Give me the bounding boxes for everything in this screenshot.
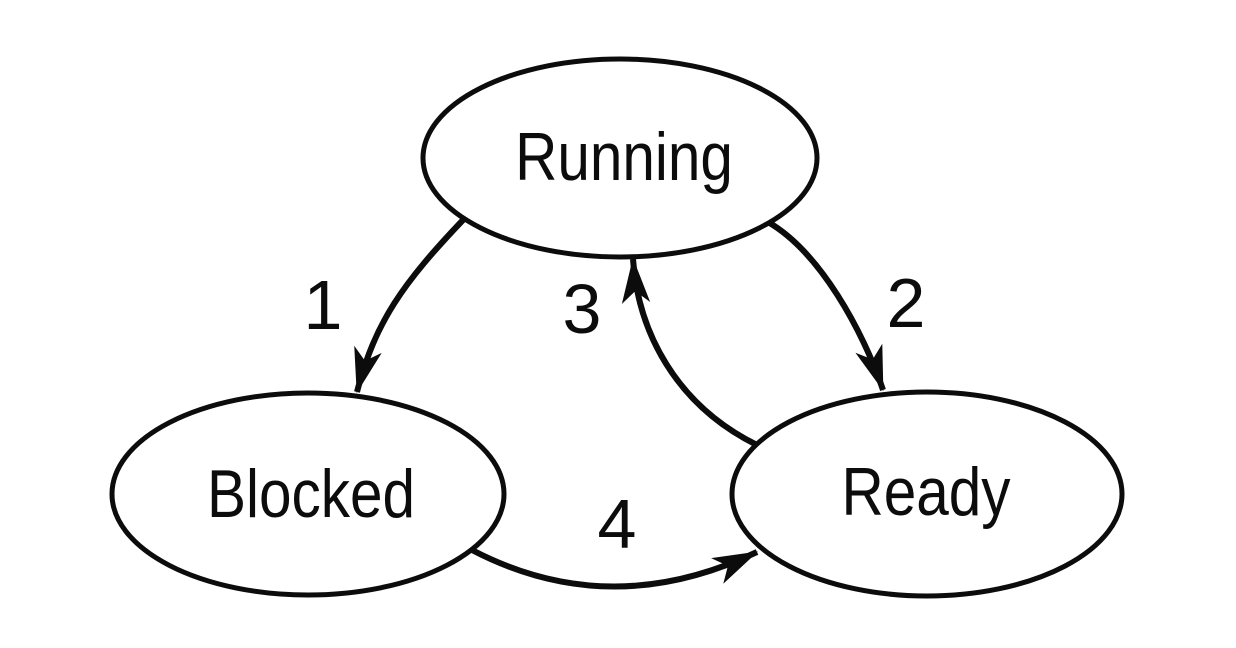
transition-arrow-1 bbox=[354, 217, 466, 394]
state-label-ready: Ready bbox=[841, 455, 1010, 530]
state-node-running bbox=[420, 56, 820, 260]
state-ellipse-running bbox=[420, 56, 820, 260]
transition-arrow-3 bbox=[621, 257, 759, 448]
transition-arrow-4 bbox=[470, 547, 759, 590]
transition-label-3: 3 bbox=[563, 270, 602, 348]
transition-label-1: 1 bbox=[304, 266, 343, 344]
transition-arrow-2 bbox=[766, 219, 886, 392]
state-node-ready bbox=[729, 389, 1125, 599]
state-node-blocked bbox=[109, 390, 507, 598]
transition-ready-to-running bbox=[621, 257, 759, 448]
state-label-blocked: Blocked bbox=[207, 457, 415, 532]
state-ellipse-ready bbox=[729, 389, 1125, 599]
transition-running-to-ready bbox=[766, 219, 886, 392]
state-label-running: Running bbox=[515, 120, 733, 195]
state-ellipse-blocked bbox=[109, 390, 507, 598]
transition-blocked-to-ready bbox=[470, 547, 759, 590]
transition-label-4: 4 bbox=[598, 485, 637, 563]
transition-label-2: 2 bbox=[887, 264, 926, 342]
transition-running-to-blocked bbox=[354, 217, 466, 394]
